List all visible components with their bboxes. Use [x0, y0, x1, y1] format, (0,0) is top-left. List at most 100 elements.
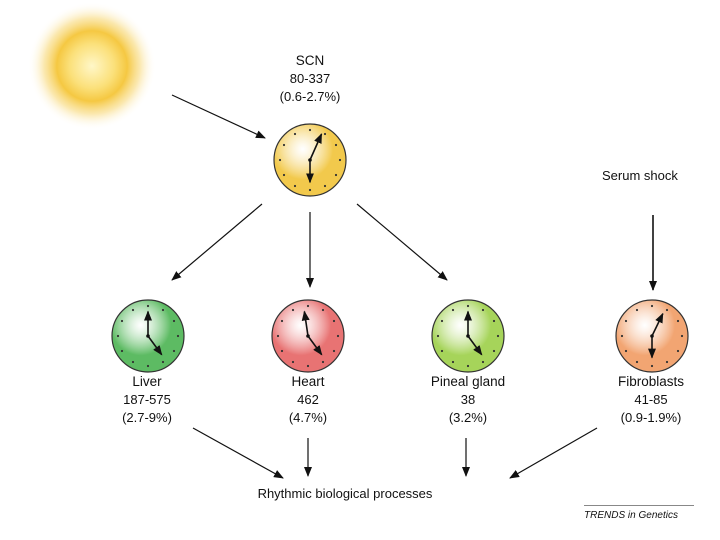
clock-tick — [451, 360, 455, 364]
scn-label: SCN 80-337 (0.6-2.7%) — [230, 52, 390, 106]
heart-label: Heart 462 (4.7%) — [228, 373, 388, 427]
clock-tick — [620, 334, 624, 338]
clock-tick — [276, 334, 280, 338]
clock-tick — [635, 360, 639, 364]
minute-hand — [309, 133, 323, 161]
clock-tick — [308, 188, 312, 192]
clock-tick — [466, 364, 470, 368]
scn-count: 80-337 — [289, 71, 331, 86]
clock-tick — [676, 349, 680, 353]
clock-tick — [665, 360, 669, 364]
scn-percent: (0.6-2.7%) — [279, 89, 341, 104]
clock-tick — [676, 319, 680, 323]
liver-count: 187-575 — [123, 392, 171, 407]
liver-clock-icon — [111, 299, 185, 373]
serum-shock-label: Serum shock — [602, 168, 678, 183]
clock-tick — [293, 184, 297, 188]
clock-tick — [492, 319, 496, 323]
clock-tick — [308, 128, 312, 132]
liver-name: Liver — [132, 374, 162, 389]
clock-tick — [481, 308, 485, 312]
clock-tick — [665, 308, 669, 312]
clock-tick — [278, 158, 282, 162]
clock-tick — [451, 308, 455, 312]
clock-tick — [120, 319, 124, 323]
clock-tick — [291, 308, 295, 312]
clock-tick — [323, 132, 327, 136]
pineal-label: Pineal gland 38 (3.2%) — [388, 373, 548, 427]
clock-tick — [332, 349, 336, 353]
clock-tick — [321, 360, 325, 364]
clock-tick — [440, 319, 444, 323]
clock-tick — [624, 319, 628, 323]
clock-tick — [650, 304, 654, 308]
clock-hub — [308, 158, 312, 162]
clock-tick — [161, 308, 165, 312]
heart-name: Heart — [291, 374, 325, 389]
minute-hand — [301, 310, 310, 337]
clock-tick — [624, 349, 628, 353]
clock-tick — [146, 304, 150, 308]
clock-tick — [120, 349, 124, 353]
liver-percent: (2.7-9%) — [122, 410, 172, 425]
clock-tick — [492, 349, 496, 353]
sun-icon — [28, 2, 156, 130]
arrow-fibroblasts-to-output — [509, 427, 598, 479]
scn-clock-icon — [273, 123, 347, 197]
clock-tick — [323, 184, 327, 188]
clock-tick — [336, 334, 340, 338]
clock-tick — [161, 360, 165, 364]
clock-tick — [306, 304, 310, 308]
clock-hub — [650, 334, 654, 338]
minute-hand — [651, 312, 664, 337]
heart-percent: (4.7%) — [288, 410, 328, 425]
pineal-name: Pineal gland — [430, 374, 506, 389]
journal-credit: TRENDS in Genetics — [584, 510, 678, 521]
fibroblasts-count: 41-85 — [634, 392, 668, 407]
fibroblasts-label: Fibroblasts 41-85 (0.9-1.9%) — [571, 373, 720, 427]
clock-tick — [282, 143, 286, 147]
credit-italic2: Genetics — [638, 510, 678, 521]
credit-rule — [584, 505, 694, 506]
clock-tick — [172, 349, 176, 353]
clock-hub — [306, 334, 310, 338]
clock-tick — [321, 308, 325, 312]
clock-tick — [282, 173, 286, 177]
clock-tick — [291, 360, 295, 364]
liver-label: Liver 187-575 (2.7-9%) — [67, 373, 227, 427]
fibroblasts-percent: (0.9-1.9%) — [620, 410, 682, 425]
clock-tick — [306, 364, 310, 368]
clock-tick — [650, 364, 654, 368]
pineal-percent: (3.2%) — [448, 410, 488, 425]
clock-tick — [481, 360, 485, 364]
hour-hand — [307, 335, 323, 356]
pineal-clock-icon — [431, 299, 505, 373]
pineal-count: 38 — [460, 392, 476, 407]
clock-hub — [466, 334, 470, 338]
clock-tick — [334, 173, 338, 177]
arrows — [171, 94, 657, 479]
clock-tick — [466, 304, 470, 308]
hour-hand — [147, 335, 163, 356]
clock-tick — [116, 334, 120, 338]
credit-connector: in — [627, 510, 636, 521]
heart-count: 462 — [297, 392, 319, 407]
fibroblasts-name: Fibroblasts — [617, 374, 685, 389]
clock-tick — [635, 308, 639, 312]
arrow-scn-to-liver — [171, 203, 263, 281]
clock-tick — [293, 132, 297, 136]
clock-tick — [680, 334, 684, 338]
clock-tick — [436, 334, 440, 338]
fibroblasts-clock-icon — [615, 299, 689, 373]
clock-hub — [146, 334, 150, 338]
output-label: Rhythmic biological processes — [257, 486, 433, 501]
clock-tick — [440, 349, 444, 353]
clock-tick — [176, 334, 180, 338]
hour-hand — [467, 335, 483, 356]
clock-tick — [334, 143, 338, 147]
clock-tick — [496, 334, 500, 338]
clock-tick — [332, 319, 336, 323]
clock-tick — [131, 360, 135, 364]
clock-tick — [280, 319, 284, 323]
clock-tick — [146, 364, 150, 368]
